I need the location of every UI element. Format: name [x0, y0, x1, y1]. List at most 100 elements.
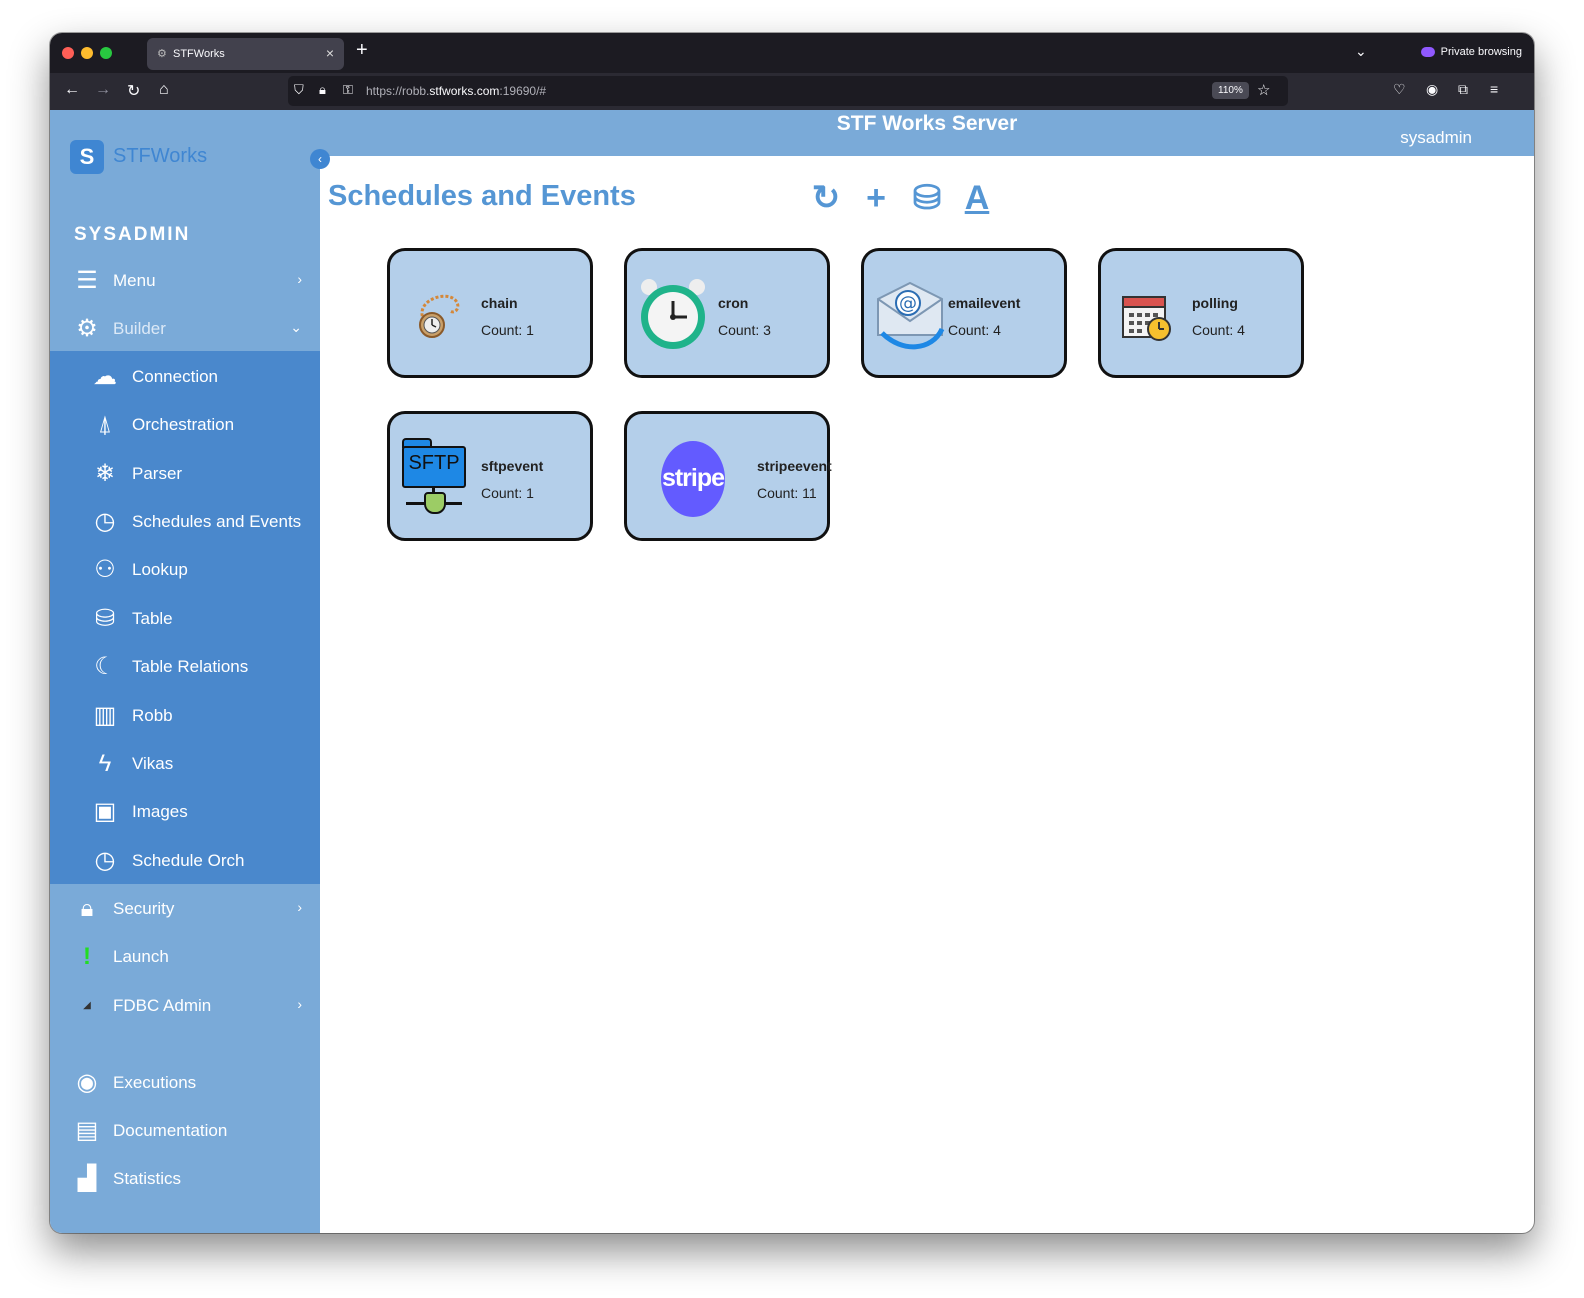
sidebar-item-parser[interactable]: ❄ Parser	[50, 450, 320, 498]
sidebar-item-table-relations[interactable]: ☾ Table Relations	[50, 643, 320, 691]
tab-close-icon[interactable]: ×	[325, 45, 334, 61]
card-count: Count: 4	[1192, 322, 1245, 338]
app-content: S STFWorks SYSADMIN ☰ Menu › ⚙ Builder ⌄…	[50, 110, 1534, 1233]
sidebar-item-vikas[interactable]: ϟ Vikas	[50, 740, 320, 788]
binoculars-icon: ⚇	[94, 556, 116, 583]
orchestration-button[interactable]: A	[957, 178, 997, 218]
browser-window: ⚙ STFWorks × + ⌄ Private browsing ← → ↻ …	[50, 33, 1534, 1233]
top-header: STF Works Server sysadmin	[320, 110, 1534, 156]
calendar-clock-icon	[1122, 296, 1171, 341]
email-envelope-icon: @	[877, 281, 945, 350]
add-button[interactable]: +	[856, 178, 896, 218]
sidebar-item-table[interactable]: ⛁ Table	[50, 595, 320, 643]
nav-bar: ← → ↻ ⌂ ⛉ 🔒︎ ⚿ https://robb.stfworks.com…	[50, 73, 1534, 110]
event-card-polling[interactable]: polling Count: 4	[1098, 248, 1304, 378]
url-text[interactable]: https://robb.stfworks.com:19690/#	[366, 84, 547, 98]
url-bar[interactable]: ⛉ 🔒︎ ⚿ https://robb.stfworks.com:19690/#…	[288, 76, 1288, 106]
key-icon[interactable]: ⚿	[343, 82, 353, 97]
database-icon: ⛁	[94, 605, 116, 632]
private-mask-icon	[1420, 47, 1435, 58]
event-card-chain[interactable]: chain Count: 1	[387, 248, 593, 378]
account-icon[interactable]: ◉	[1426, 81, 1439, 97]
forward-arrow-icon[interactable]: →	[95, 81, 111, 98]
brand-name[interactable]: STFWorks	[113, 145, 208, 167]
collapse-sidebar-button[interactable]: ‹	[310, 149, 330, 169]
tracking-shield-icon[interactable]: ⛉	[294, 82, 304, 97]
sftp-folder-icon: SFTP	[402, 438, 468, 516]
home-icon[interactable]: ⌂	[159, 81, 169, 98]
refresh-button[interactable]: ↻	[806, 178, 846, 218]
chevron-down-icon: ⌄	[290, 319, 302, 335]
pocket-watch-chain-icon	[419, 294, 460, 338]
bar-chart-icon: ▟	[77, 1165, 97, 1192]
event-card-stripeevent[interactable]: stripe stripeevent Count: 11	[624, 411, 832, 541]
sidebar-item-executions[interactable]: ◉ Executions	[50, 1059, 320, 1107]
minimize-window-button[interactable]	[81, 47, 93, 59]
bookmark-star-icon[interactable]: ☆	[1257, 82, 1271, 99]
sidebar-item-fdbc-admin[interactable]: ◢ FDBC Admin ›	[50, 982, 320, 1030]
hamburger-icon: ☰	[76, 267, 98, 294]
sidebar-item-images[interactable]: ▣ Images	[50, 788, 320, 836]
card-count: Count: 1	[481, 322, 534, 338]
back-arrow-icon[interactable]: ←	[64, 81, 80, 98]
lock-icon[interactable]: 🔒︎	[319, 82, 326, 97]
server-title: STF Works Server	[836, 112, 1018, 135]
brand-logo[interactable]: S	[70, 140, 104, 174]
tab-bar: ⚙ STFWorks × + ⌄ Private browsing	[50, 33, 1534, 73]
tab-favicon-icon: ⚙	[157, 48, 167, 60]
chevron-right-icon: ›	[297, 996, 302, 1012]
exclamation-icon: !	[83, 943, 91, 970]
sidebar-section-title: SYSADMIN	[74, 224, 191, 245]
image-icon: ▣	[93, 798, 117, 825]
lock-icon: 🔒︎	[80, 895, 94, 922]
sidebar-item-launch[interactable]: ! Launch	[50, 933, 320, 981]
database-button[interactable]: ⛁	[907, 178, 947, 218]
app-menu-icon[interactable]: ≡	[1490, 81, 1499, 97]
svg-text:@: @	[899, 293, 917, 314]
list-tabs-chevron-icon[interactable]: ⌄	[1355, 43, 1367, 59]
gears-icon: ⚙	[76, 315, 98, 342]
sidebar-item-lookup[interactable]: ⚇ Lookup	[50, 546, 320, 594]
alarm-clock-icon	[641, 279, 705, 349]
stripe-logo-icon: stripe	[661, 441, 725, 517]
event-card-cron[interactable]: cron Count: 3	[624, 248, 830, 378]
sidebar-item-connection[interactable]: ☁ Connection	[50, 353, 320, 401]
sidebar-item-security[interactable]: 🔒︎ Security ›	[50, 885, 320, 933]
clock-icon: ◷	[94, 847, 116, 874]
reload-icon[interactable]: ↻	[127, 83, 141, 100]
maximize-window-button[interactable]	[100, 47, 112, 59]
user-menu[interactable]: sysadmin	[1400, 128, 1472, 147]
new-tab-button[interactable]: +	[356, 39, 368, 61]
refresh-icon: ↻	[811, 179, 841, 217]
zoom-level-badge[interactable]: 110%	[1212, 82, 1249, 99]
sidebar-item-menu[interactable]: ☰ Menu ›	[50, 257, 320, 305]
card-count: Count: 3	[718, 322, 771, 338]
chevron-left-icon: ‹	[318, 152, 322, 166]
close-window-button[interactable]	[62, 47, 74, 59]
sidebar-item-documentation[interactable]: ▤ Documentation	[50, 1107, 320, 1155]
event-card-sftpevent[interactable]: SFTP sftpevent Count: 1	[387, 411, 593, 541]
sidebar-item-schedule-orch[interactable]: ◷ Schedule Orch	[50, 837, 320, 885]
event-card-emailevent[interactable]: @ emailevent Count: 4	[861, 248, 1067, 378]
chevron-right-icon: ›	[297, 271, 302, 287]
database-icon: ⛁	[912, 179, 942, 217]
card-name: chain	[481, 295, 518, 311]
sidebar-item-statistics[interactable]: ▟ Statistics	[50, 1155, 320, 1203]
orchestration-icon: A	[964, 179, 990, 217]
add-icon: +	[866, 179, 886, 217]
pocket-icon[interactable]: ♡	[1393, 81, 1406, 97]
browser-tab[interactable]: ⚙ STFWorks ×	[147, 38, 344, 70]
lightning-bolt-icon: ϟ	[98, 750, 112, 777]
cloud-moon-icon: ☾	[94, 653, 116, 680]
card-name: stripeevent	[757, 458, 832, 474]
card-name: emailevent	[948, 295, 1021, 311]
sidebar-item-schedules-and-events[interactable]: ◷ Schedules and Events	[50, 498, 320, 546]
chevron-right-icon: ›	[297, 899, 302, 915]
drafting-compass-icon: ⍋	[97, 411, 113, 438]
cloud-icon: ☁	[93, 363, 117, 390]
sidebar-item-orchestration[interactable]: ⍋ Orchestration	[50, 401, 320, 449]
sidebar-item-robb[interactable]: ▥ Robb	[50, 692, 320, 740]
extensions-icon[interactable]: ⧉	[1458, 81, 1468, 97]
page-title: Schedules and Events	[328, 180, 636, 212]
sidebar-item-builder[interactable]: ⚙ Builder ⌄	[50, 305, 320, 353]
